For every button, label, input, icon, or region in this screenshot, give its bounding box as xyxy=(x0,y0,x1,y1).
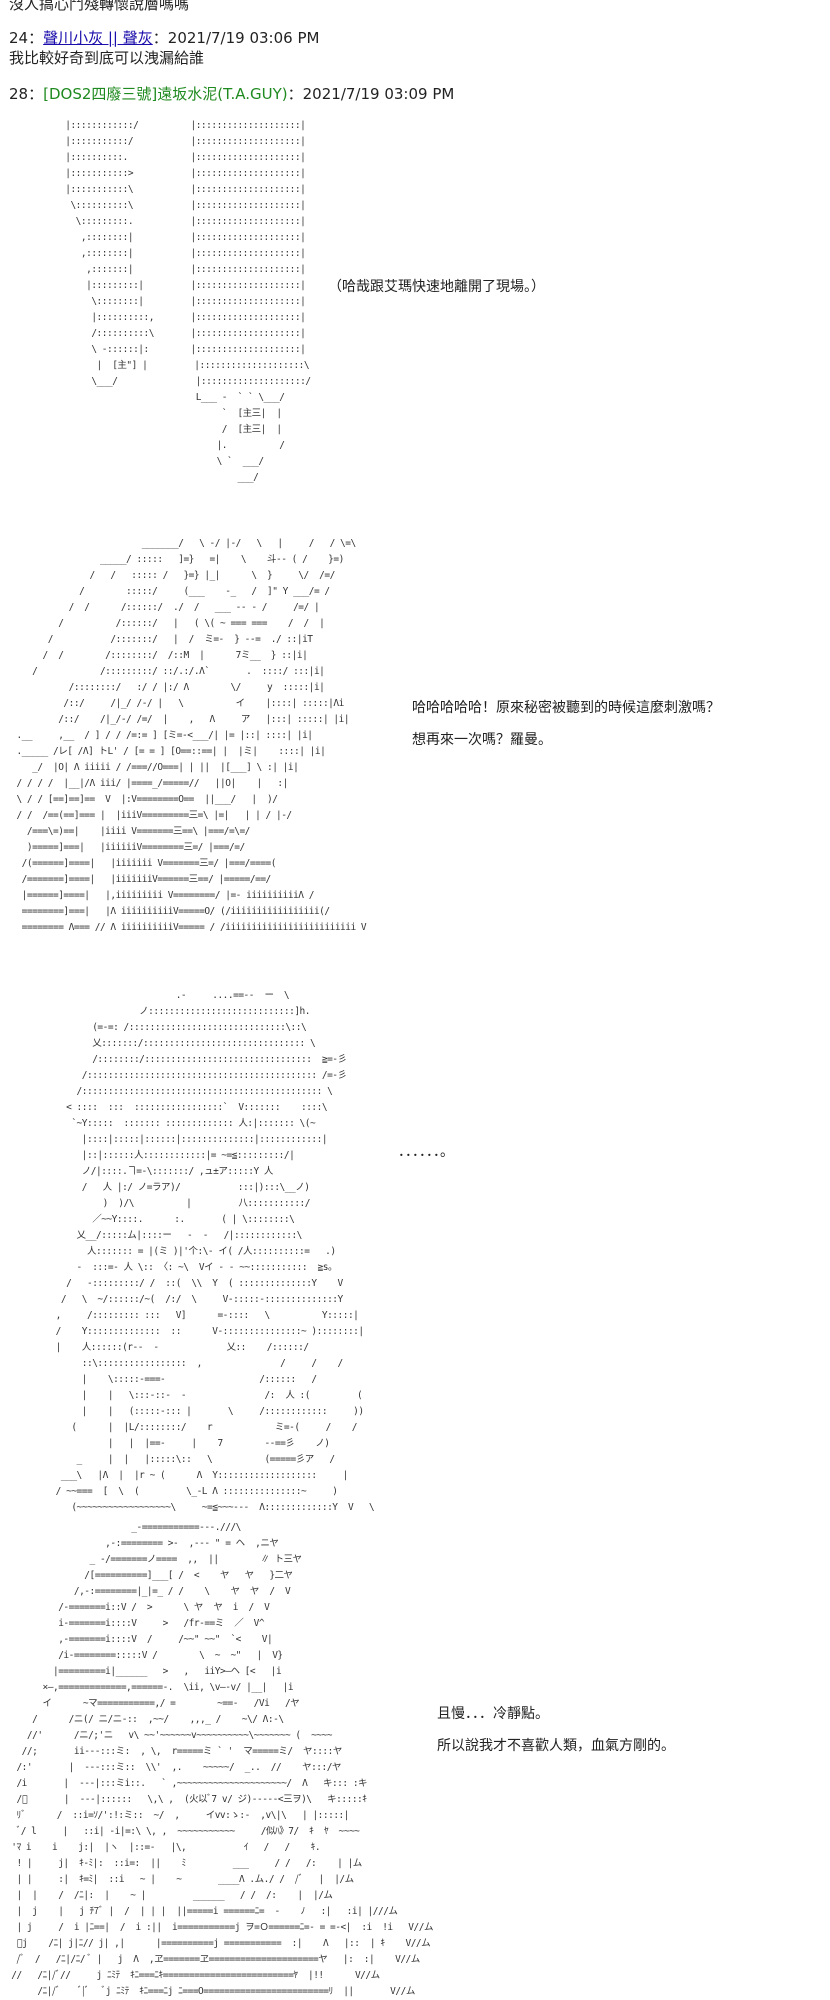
ascii-art-panel-4: _-===========---.///\ ,-:======== >- ,--… xyxy=(11,1522,433,1997)
dialogue-panel-3: ．．．．．．。 xyxy=(398,1144,454,1160)
poster-name-link[interactable]: 聲川小灰 || 聲灰 xyxy=(43,29,153,47)
post-separator: ： xyxy=(28,85,44,103)
ascii-art-panel-1: |::::::::::::/ |::::::::::::::::::::| |:… xyxy=(65,120,311,483)
dialogue-panel-2-line-1: 哈哈哈哈哈！原來秘密被聽到的時候這麼刺激嗎？ xyxy=(412,700,720,716)
post-number: 24 xyxy=(9,29,29,47)
post-header-28: 28：[DOS2四廢三號]遠坂水泥(T.A.GUY)：2021/7/19 03:… xyxy=(9,84,454,104)
post-datetime: 2021/7/19 03:09 PM xyxy=(302,85,455,103)
ascii-art-panel-2: _______/ \ -/ |-/ \ | / / \=\ _____/ :::… xyxy=(16,538,367,933)
post-body-24: 我比較好奇到底可以洩漏給誰 xyxy=(9,49,205,67)
post-header-24: 24：聲川小灰 || 聲灰：2021/7/19 03:06 PM xyxy=(9,28,319,48)
dialogue-panel-1: （哈哉跟艾瑪快速地離開了現場。） xyxy=(328,279,545,295)
dialogue-panel-2-line-2: 想再來一次嗎？羅曼。 xyxy=(412,732,552,748)
post-number: 28 xyxy=(9,85,29,103)
dialogue-panel-4-line-1: 且慢．．．冷靜點。 xyxy=(437,1706,549,1722)
ascii-art-panel-3: .- ....==-- ー \ ノ:::::::::::::::::::::::… xyxy=(55,990,375,1513)
post-colon: ： xyxy=(287,85,303,103)
post-separator: ： xyxy=(28,29,44,47)
poster-name-link[interactable]: [DOS2四廢三號]遠坂水泥(T.A.GUY) xyxy=(43,85,288,103)
post-datetime: 2021/7/19 03:06 PM xyxy=(167,29,320,47)
post-colon: ： xyxy=(152,29,168,47)
dialogue-panel-4-line-2: 所以說我才不喜歡人類，血氣方剛的。 xyxy=(437,1738,675,1754)
top-text-line: 沒人搞心鬥殘轉懷說層嗎嗎 xyxy=(9,0,190,13)
